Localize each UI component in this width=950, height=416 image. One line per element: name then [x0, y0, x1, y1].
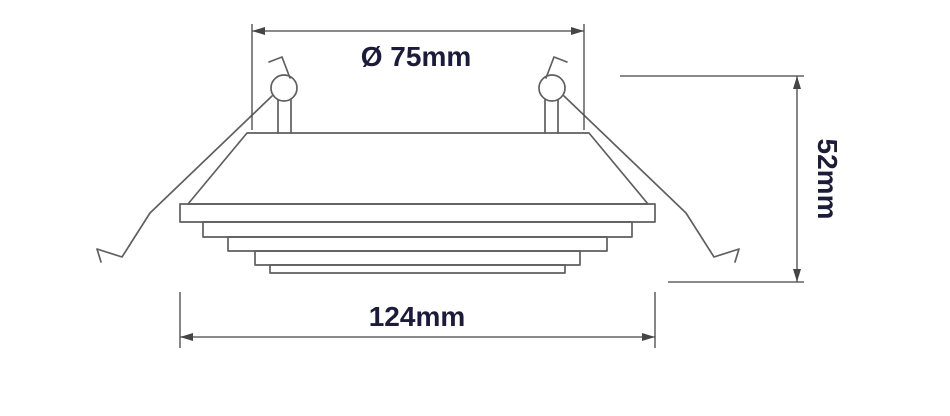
arrow-right-icon — [642, 333, 655, 341]
right-spring-arm — [563, 95, 740, 263]
arrow-right-icon — [571, 27, 584, 35]
fixture-body-trapezoid — [187, 132, 649, 205]
trim-ring-2 — [202, 221, 633, 238]
dim-bottom-width — [179, 292, 656, 348]
left-spring-posts — [277, 99, 292, 134]
trim-ring-4 — [254, 250, 581, 266]
dim-right-label: 52mm — [812, 139, 843, 220]
left-spring-hook — [268, 56, 291, 79]
arrow-left-icon — [180, 333, 193, 341]
right-spring-posts — [544, 99, 559, 134]
dim-top-diameter — [251, 24, 585, 130]
left-spring-coil — [270, 74, 298, 102]
left-spring-clip — [96, 56, 298, 263]
right-spring-coil — [538, 74, 566, 102]
arrow-down-icon — [793, 269, 801, 282]
trim-ring-3 — [227, 236, 608, 252]
arrow-left-icon — [252, 27, 265, 35]
trim-ring-5 — [269, 264, 566, 274]
dimension-arrowheads — [180, 27, 801, 341]
arrow-up-icon — [793, 76, 801, 89]
right-spring-clip — [538, 56, 740, 263]
dimension-labels: Ø 75mm 52mm 124mm — [361, 41, 843, 332]
dimension-lines — [179, 24, 804, 348]
trim-ring-1 — [179, 203, 656, 223]
dim-bottom-label: 124mm — [369, 301, 466, 332]
dim-top-label: Ø 75mm — [361, 41, 472, 72]
spring-clips — [96, 56, 740, 263]
left-spring-arm — [96, 95, 273, 263]
right-spring-hook — [545, 56, 568, 79]
dim-right-height — [620, 75, 804, 283]
fixture-drawing — [179, 132, 656, 274]
